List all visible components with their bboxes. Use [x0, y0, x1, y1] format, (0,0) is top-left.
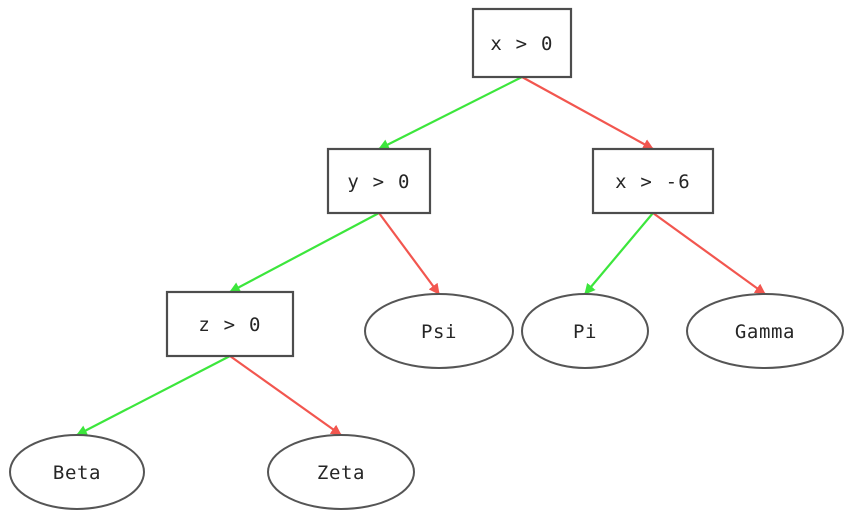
- node-gamma-ellipse[interactable]: [686, 293, 844, 369]
- node-pi-ellipse[interactable]: [521, 293, 649, 369]
- edge-root-false-to-x-neg6: [521, 76, 654, 150]
- node-beta-ellipse[interactable]: [9, 434, 145, 510]
- node-root[interactable]: x > 0: [471, 7, 573, 79]
- edge-root-true-to-y: [378, 76, 523, 150]
- edge-z-false-to-zeta: [229, 355, 342, 436]
- node-psi-ellipse[interactable]: [364, 293, 514, 369]
- node-pi-label: Pi: [573, 321, 597, 343]
- node-z-gt-0[interactable]: z > 0: [165, 290, 295, 358]
- node-psi[interactable]: Psi: [364, 293, 514, 369]
- node-beta[interactable]: Beta: [9, 434, 145, 510]
- node-zeta-ellipse[interactable]: [267, 434, 415, 510]
- node-zeta[interactable]: Zeta: [267, 434, 415, 510]
- node-root-label: x > 0: [490, 33, 553, 55]
- node-z-gt-0-box[interactable]: [165, 290, 295, 358]
- edge-z-true-to-beta: [76, 355, 231, 436]
- node-psi-label: Psi: [421, 321, 457, 343]
- node-zeta-label: Zeta: [317, 462, 365, 484]
- node-y-gt-0-label: y > 0: [347, 171, 410, 193]
- edge-y-true-to-z: [229, 212, 380, 293]
- edge-x-neg6-true-to-pi: [584, 212, 654, 295]
- node-pi[interactable]: Pi: [521, 293, 649, 369]
- node-root-box[interactable]: [471, 7, 573, 79]
- edge-x-neg6-false-to-gamma: [652, 212, 766, 295]
- node-y-gt-0-box[interactable]: [326, 147, 432, 215]
- edge-group: [76, 76, 766, 436]
- node-gamma[interactable]: Gamma: [686, 293, 844, 369]
- node-x-gt-neg6-label: x > -6: [615, 171, 691, 193]
- node-z-gt-0-label: z > 0: [198, 314, 261, 336]
- node-x-gt-neg6-box[interactable]: [591, 147, 715, 215]
- node-gamma-label: Gamma: [735, 321, 795, 343]
- node-x-gt-neg6[interactable]: x > -6: [591, 147, 715, 215]
- edge-y-false-to-psi: [378, 212, 440, 295]
- node-beta-label: Beta: [53, 462, 101, 484]
- node-y-gt-0[interactable]: y > 0: [326, 147, 432, 215]
